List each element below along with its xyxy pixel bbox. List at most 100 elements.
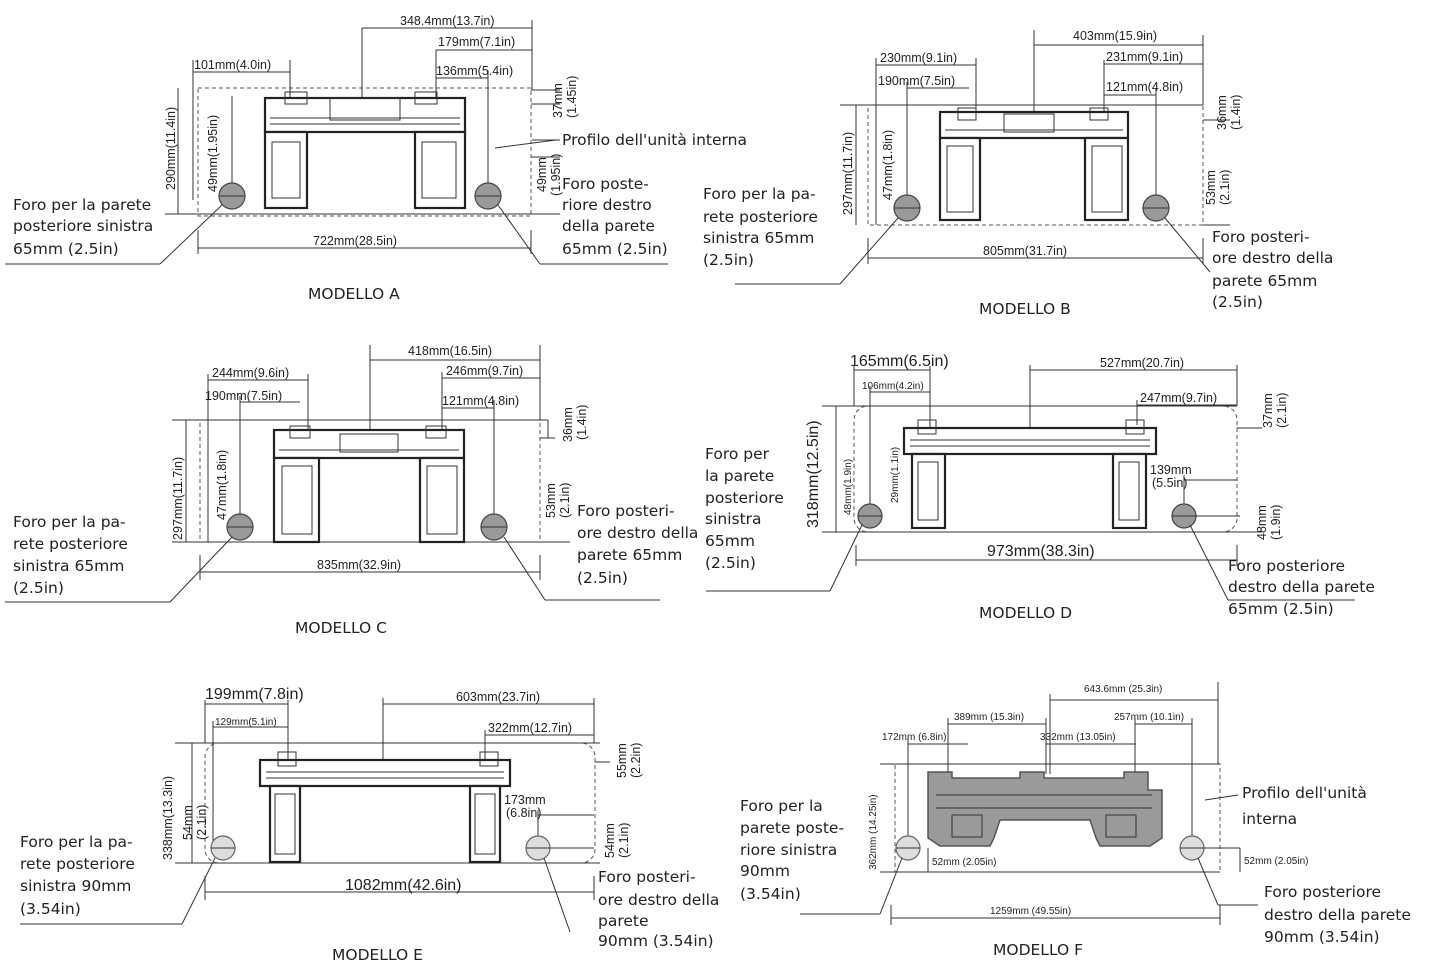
model-a-dim-3: 101mm(4.0in)	[194, 58, 271, 72]
model-d-dim-6: (2.1in)	[1275, 393, 1289, 428]
model-a-dim-9: 49mm	[535, 157, 549, 192]
model-e-dim-7: 338mm(13.3in)	[161, 776, 175, 860]
model-a-title: MODELLO A	[308, 285, 400, 303]
model-a-profile-label: Profilo dell'unità interna	[562, 131, 747, 149]
model-b-right-hole-line-2: ore destro della	[1212, 249, 1333, 267]
model-c-dim-5: 121mm(4.8in)	[442, 394, 519, 408]
model-c-left-hole-line-3: sinistra 65mm	[13, 557, 124, 575]
model-e-left-hole-line-2: rete posteriore	[20, 855, 135, 873]
model-f-right-hole-line-2: destro della parete	[1264, 906, 1411, 924]
model-e-dim-5: 55mm	[615, 743, 629, 778]
model-e-title: MODELLO E	[332, 946, 423, 964]
model-d-left-hole-line-4: sinistra	[705, 510, 762, 528]
model-c-diagram: 418mm(16.5in) 244mm(9.6in) 246mm(9.7in) …	[5, 344, 698, 637]
model-a-right-hole-line-2: riore destro	[562, 196, 652, 214]
model-a-left-hole-line-2: posteriore sinistra	[13, 217, 153, 235]
model-d-left-hole-line-2: la parete	[705, 467, 774, 485]
model-a-right-hole-line-3: della parete	[562, 217, 655, 235]
model-b-right-hole-line-3: parete 65mm	[1212, 272, 1317, 290]
model-a-left-hole-line-3: 65mm (2.5in)	[13, 240, 119, 258]
model-b-dim-11: (2.1in)	[1218, 170, 1232, 205]
model-a-dim-6: (1.45in)	[565, 76, 579, 118]
model-d-dim-14: 973mm(38.3in)	[987, 543, 1095, 560]
model-b-dim-7: (1.4in)	[1229, 95, 1243, 130]
model-f-dim-6: 362mm (14.25in)	[868, 794, 879, 870]
model-d-dim-7: 318mm(12.5in)	[805, 420, 822, 528]
model-e-dim-6: (2.2in)	[629, 743, 643, 778]
model-f-dim-7: 52mm (2.05in)	[932, 857, 996, 868]
model-e-dim-14: 1082mm(42.6in)	[345, 877, 462, 894]
model-a-dim-11: 722mm(28.5in)	[313, 234, 397, 248]
model-b-left-hole-line-3: sinistra 65mm	[703, 229, 814, 247]
model-f-left-hole-line-5: (3.54in)	[740, 885, 801, 903]
model-c-dim-3: 246mm(9.7in)	[446, 364, 523, 378]
model-e-right-hole-line-4: 90mm (3.54in)	[598, 932, 714, 950]
model-b-title: MODELLO B	[979, 300, 1071, 318]
model-c-dim-12: 835mm(32.9in)	[317, 558, 401, 572]
model-e-dim-12: 54mm	[603, 823, 617, 858]
model-b-dim-1: 403mm(15.9in)	[1073, 29, 1157, 43]
model-f-dim-8: 52mm (2.05in)	[1244, 856, 1308, 867]
model-d-left-hole-line-1: Foro per	[705, 445, 770, 463]
model-c-dim-7: (1.4in)	[575, 405, 589, 440]
model-c-left-hole-line-2: rete posteriore	[13, 535, 128, 553]
model-e-dim-10: 173mm	[504, 793, 546, 807]
model-a-diagram: 348.4mm(13.7in) 179mm(7.1in) 101mm(4.0in…	[5, 14, 747, 303]
model-a-dim-1: 348.4mm(13.7in)	[400, 14, 495, 28]
model-a-left-hole-line-1: Foro per la parete	[13, 196, 151, 214]
model-a-right-hole-line-4: 65mm (2.5in)	[562, 240, 668, 258]
model-e-dim-4: 322mm(12.7in)	[488, 721, 572, 735]
model-b-right-hole-line-4: (2.5in)	[1212, 293, 1263, 311]
model-a-dim-10: (1.95in)	[549, 154, 563, 196]
model-b-dim-9: 47mm(1.8in)	[881, 130, 895, 200]
model-c-title: MODELLO C	[295, 619, 387, 637]
model-e-dim-13: (2.1in)	[617, 823, 631, 858]
model-d-dim-4: 247mm(9.7in)	[1140, 391, 1217, 405]
model-c-dim-6: 36mm	[561, 407, 575, 442]
model-d-dim-2: 527mm(20.7in)	[1100, 356, 1184, 370]
model-f-left-hole-line-1: Foro per la	[740, 797, 823, 815]
model-e-right-hole-line-2: ore destro della	[598, 891, 719, 909]
model-d-right-hole-line-3: 65mm (2.5in)	[1228, 600, 1334, 618]
model-d-left-hole-line-5: 65mm	[705, 532, 755, 550]
model-a-dim-2: 179mm(7.1in)	[438, 35, 515, 49]
model-d-dim-9: 29mm(1.1in)	[890, 447, 901, 503]
model-c-left-hole-line-1: Foro per la pa-	[13, 513, 126, 531]
model-f-dim-4: 172mm (6.8in)	[882, 732, 946, 743]
model-b-left-hole-line-2: rete posteriore	[703, 208, 818, 226]
model-b-dim-10: 53mm	[1204, 170, 1218, 205]
model-e-dim-2: 603mm(23.7in)	[456, 690, 540, 704]
model-a-dim-4: 136mm(5.4in)	[436, 64, 513, 78]
model-e-right-hole-line-3: parete	[598, 912, 649, 930]
model-b-left-hole-line-4: (2.5in)	[703, 251, 754, 269]
model-e-dim-11: (6.8in)	[506, 806, 541, 820]
model-a-right-hole-line-1: Foro poste-	[562, 175, 649, 193]
model-d-dim-5: 37mm	[1261, 393, 1275, 428]
model-e-dim-8: 54mm	[181, 805, 195, 840]
model-e-right-hole-line-1: Foro posteri-	[598, 868, 696, 886]
model-f-profile-line-1: Profilo dell'unità	[1242, 784, 1367, 802]
model-b-dim-6: 36mm	[1215, 95, 1229, 130]
model-a-dim-5: 37mm	[551, 83, 565, 118]
model-f-profile-line-2: interna	[1242, 810, 1297, 828]
model-d-dim-8: 48mm(1.9in)	[843, 459, 854, 515]
model-b-dim-12: 805mm(31.7in)	[983, 244, 1067, 258]
model-a-dim-7: 290mm(11.4in)	[164, 107, 178, 190]
model-e-diagram: 199mm(7.8in) 603mm(23.7in) 129mm(5.1in) …	[20, 686, 719, 964]
model-f-diagram: 643.6mm (25.3in) 389mm (15.3in) 257mm (1…	[740, 682, 1411, 959]
model-e-dim-3: 129mm(5.1in)	[215, 717, 277, 728]
model-d-dim-12: 48mm	[1255, 505, 1269, 540]
model-d-dim-11: (5.5in)	[1152, 476, 1187, 490]
model-c-dim-1: 418mm(16.5in)	[408, 344, 492, 358]
model-e-left-hole-line-1: Foro per la pa-	[20, 833, 133, 851]
model-d-dim-13: (1.9in)	[1269, 505, 1283, 540]
model-b-dim-4: 190mm(7.5in)	[878, 74, 955, 88]
model-b-right-hole-line-1: Foro posteri-	[1212, 228, 1310, 246]
model-e-left-hole-line-4: (3.54in)	[20, 900, 81, 918]
model-c-dim-11: (2.1in)	[558, 483, 572, 518]
model-d-dim-1: 165mm(6.5in)	[850, 353, 949, 370]
model-b-dim-2: 230mm(9.1in)	[880, 51, 957, 65]
model-f-dim-2: 389mm (15.3in)	[954, 712, 1024, 723]
model-d-left-hole-line-3: posteriore	[705, 489, 784, 507]
